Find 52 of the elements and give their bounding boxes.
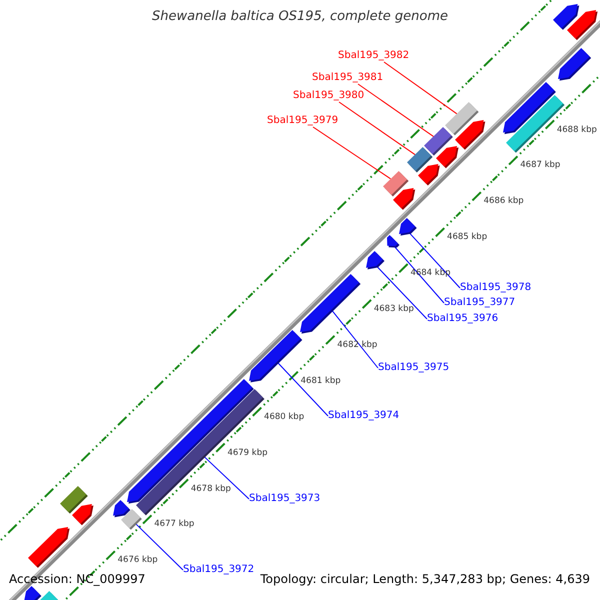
leader-line (394, 246, 444, 304)
leader-line (312, 126, 392, 180)
gene-feature (300, 274, 360, 334)
gene-label: Sbal195_3974 (328, 410, 400, 422)
scale-label: 4686 kbp (484, 196, 524, 206)
gene-label: Sbal195_3982 (338, 50, 410, 62)
gene-label: Sbal195_3978 (460, 282, 532, 294)
scale-label: 4682 kbp (337, 340, 378, 350)
gene-feature (418, 164, 440, 186)
scale-label: 4688 kbp (556, 124, 597, 135)
genome-info: Accession: NC_009997 (9, 572, 146, 586)
gene-feature (566, 10, 598, 40)
scale-label: 4685 kbp (447, 232, 488, 242)
diagram-title: Shewanella baltica OS195, complete genome (152, 9, 448, 24)
scale-label: 4677 kbp (154, 519, 194, 530)
gene-feature (454, 120, 485, 150)
gene-feature (399, 218, 417, 236)
gene-label: Sbal195_3972 (183, 564, 254, 576)
gene-feature (366, 250, 384, 270)
gene-feature (436, 146, 459, 168)
gene-label: Sbal195_3975 (378, 362, 450, 374)
genome-info: Topology: circular; Length: 5,347,283 bp; Genes: 4,639 (260, 572, 590, 586)
gene-label: Sbal195_3973 (249, 493, 320, 505)
leader-line (358, 84, 434, 138)
gene-feature (387, 235, 400, 248)
leader-line (134, 522, 184, 570)
scale-label: 4683 kbp (374, 304, 414, 314)
gene-feature (392, 188, 415, 210)
scale-label: 4687 kbp (520, 160, 560, 170)
scale-label: 4679 kbp (227, 448, 268, 458)
gene-feature (558, 48, 591, 81)
scale-label: 4680 kbp (264, 412, 304, 422)
leader-line (408, 232, 460, 288)
scale-label: 4681 kbp (300, 376, 341, 386)
gene-label: Sbal195_3981 (312, 72, 384, 84)
gene-label: Sbal195_3977 (444, 297, 516, 309)
leader-line (384, 62, 458, 114)
leader-line (338, 102, 416, 156)
leader-line (277, 362, 328, 416)
scale-label: 4676 kbp (118, 555, 158, 566)
gene-label: Sbal195_3979 (267, 115, 338, 127)
gene-feature (121, 509, 142, 530)
leader-line (202, 455, 250, 500)
gene-label: Sbal195_3980 (293, 90, 364, 102)
leader-line (376, 265, 428, 320)
scale-label: 4678 kbp (190, 484, 231, 494)
gene-feature (249, 330, 303, 383)
gene-feature (24, 586, 42, 600)
gene-feature (72, 504, 94, 526)
gene-label: Sbal195_3976 (427, 313, 498, 325)
leader-line (330, 309, 378, 368)
gene-feature (28, 527, 70, 568)
